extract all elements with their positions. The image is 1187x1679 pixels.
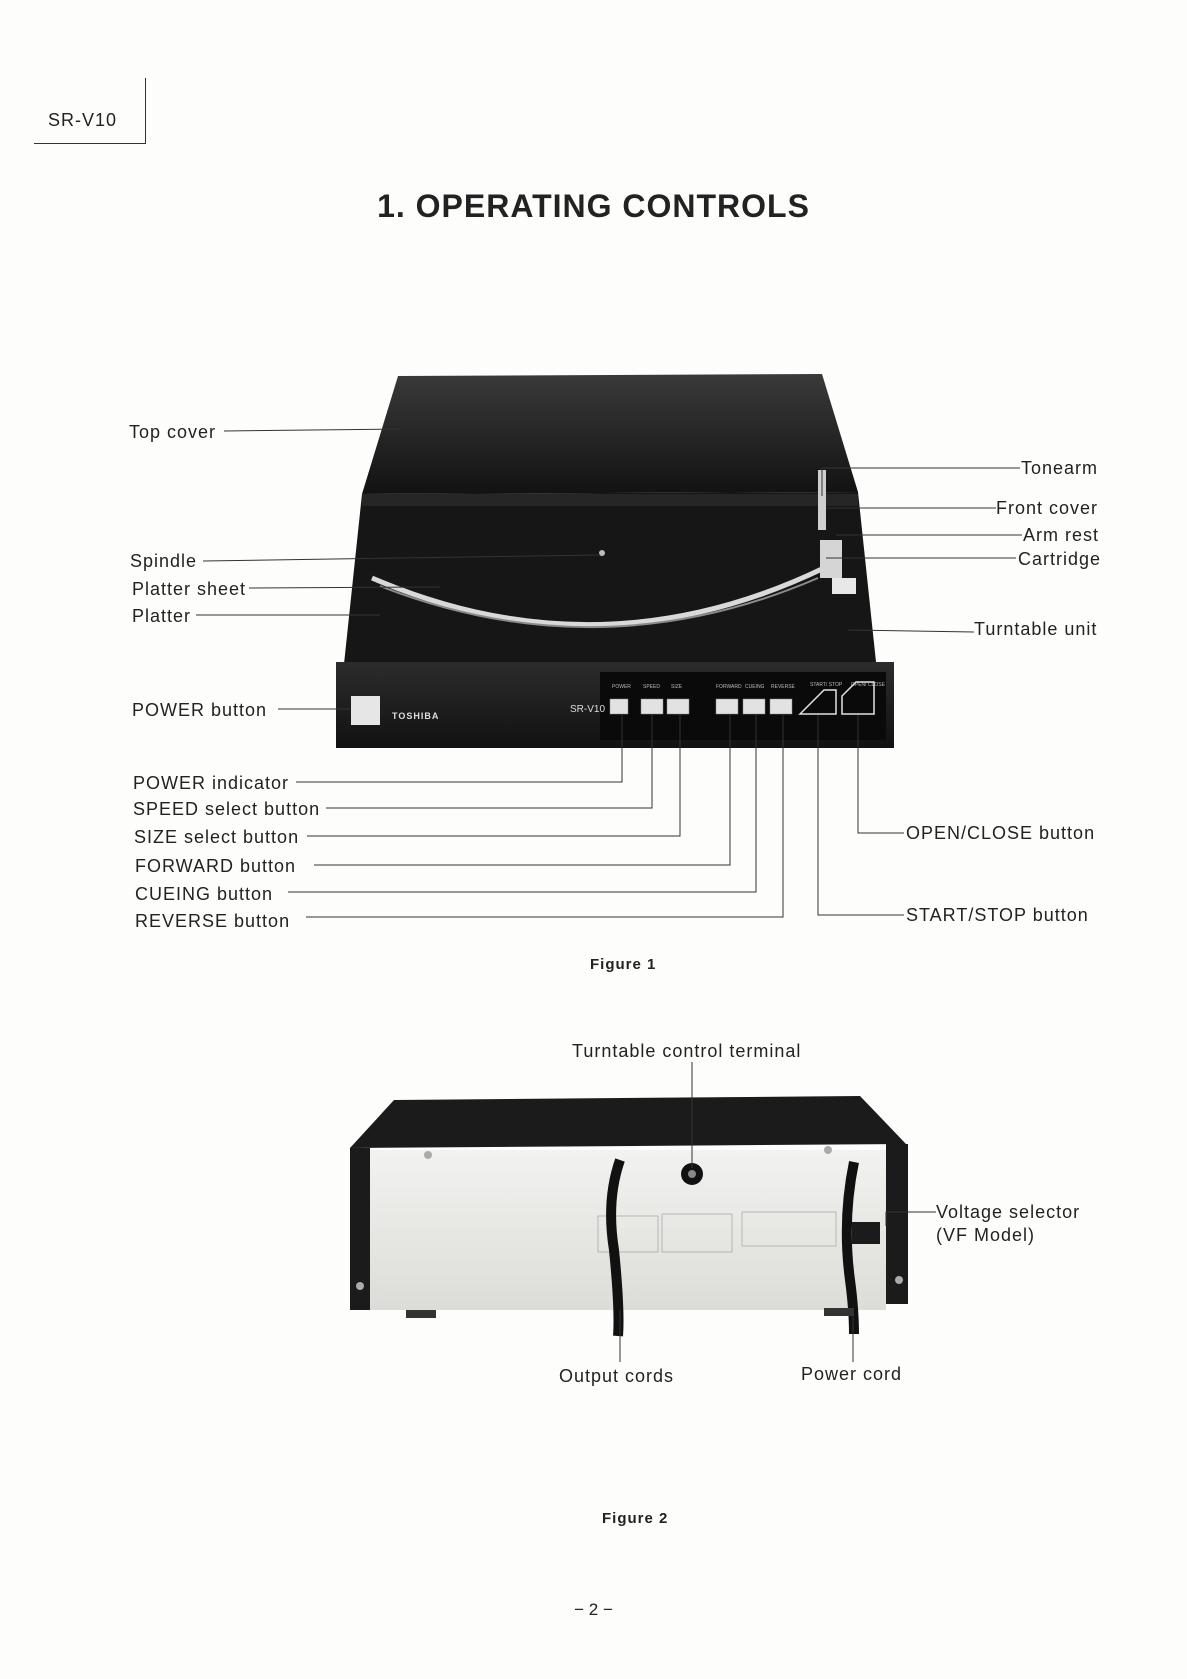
label-power-cord: Power cord bbox=[801, 1365, 902, 1383]
label-voltage-selector-model: (VF Model) bbox=[936, 1226, 1035, 1244]
voltage-selector-shape bbox=[852, 1222, 880, 1244]
label-voltage-selector: Voltage selector bbox=[936, 1203, 1080, 1221]
page-number: − 2 − bbox=[0, 1600, 1187, 1620]
rear-panel bbox=[370, 1150, 886, 1310]
figure-2-caption: Figure 2 bbox=[602, 1510, 668, 1527]
rear-top-cover bbox=[350, 1096, 906, 1148]
label-output-cords: Output cords bbox=[559, 1367, 674, 1385]
label-control-terminal: Turntable control terminal bbox=[572, 1042, 801, 1060]
